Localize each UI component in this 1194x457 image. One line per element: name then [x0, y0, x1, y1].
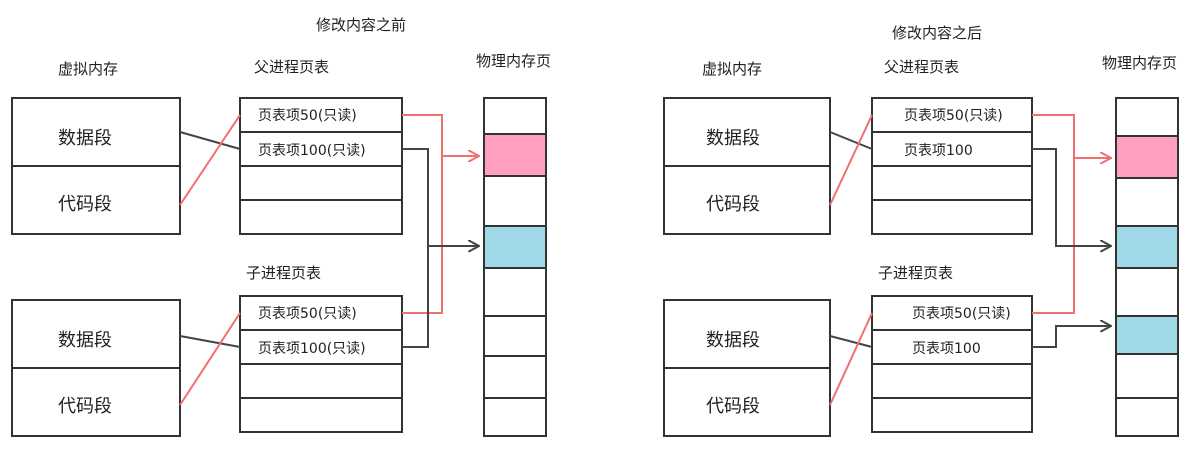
left-physical-memory-column — [483, 97, 547, 437]
right-parent-entry50-arrow — [1032, 114, 1110, 158]
right-physical-label: 物理内存页 — [1102, 54, 1178, 72]
left-child-code-connector — [179, 312, 241, 406]
right-physical-page-pink — [1117, 136, 1177, 178]
right-parent-code-connector — [829, 114, 873, 206]
left-child-entry-50: 页表项50(只读) — [258, 306, 357, 322]
left-child-entry-100: 页表项100(只读) — [258, 341, 366, 357]
right-child-data-connector — [829, 335, 873, 348]
right-child-code-connector — [829, 312, 873, 406]
left-parent-vm-box — [11, 97, 181, 235]
left-physical-page-blue — [485, 226, 545, 268]
left-child-vm-box — [11, 299, 181, 437]
left-parent-data-segment: 数据段 — [58, 128, 112, 149]
right-parent-page-table — [871, 97, 1033, 235]
right-child-entry50-line — [1032, 158, 1075, 314]
left-child-data-connector — [179, 335, 241, 348]
right-parent-vm-box — [663, 97, 831, 235]
left-parent-page-table — [239, 97, 403, 235]
right-parent-entry-50: 页表项50(只读) — [904, 108, 1003, 124]
left-child-page-table — [239, 295, 403, 433]
right-virtual-memory-label: 虚拟内存 — [702, 60, 763, 78]
right-child-vm-box — [663, 299, 831, 437]
left-parent-code-connector — [179, 114, 241, 206]
right-physical-page-blue-copy — [1117, 316, 1177, 354]
right-child-code-segment: 代码段 — [706, 396, 760, 417]
left-physical-page-pink — [485, 134, 545, 176]
right-physical-page-blue — [1117, 226, 1177, 268]
right-parent-data-connector — [829, 131, 873, 150]
right-parent-table-label: 父进程页表 — [884, 58, 960, 76]
right-child-data-segment: 数据段 — [706, 330, 760, 351]
right-child-entry-50: 页表项50(只读) — [912, 306, 1011, 322]
right-child-page-table — [871, 295, 1033, 433]
left-child-entry50-line — [402, 156, 443, 314]
left-physical-label: 物理内存页 — [476, 52, 552, 70]
left-parent-code-segment: 代码段 — [58, 194, 112, 215]
left-parent-data-connector — [179, 131, 241, 150]
right-child-entry100-arrow — [1032, 326, 1110, 348]
right-parent-entry100-arrow — [1032, 148, 1110, 246]
right-child-table-label: 子进程页表 — [878, 264, 954, 282]
right-title: 修改内容之后 — [892, 24, 983, 42]
right-parent-entry-100: 页表项100 — [904, 143, 973, 159]
left-child-data-segment: 数据段 — [58, 330, 112, 351]
left-child-table-label: 子进程页表 — [246, 264, 322, 282]
left-child-code-segment: 代码段 — [58, 396, 112, 417]
right-parent-data-segment: 数据段 — [706, 128, 760, 149]
left-title: 修改内容之前 — [316, 16, 407, 34]
right-child-entry-100: 页表项100 — [912, 341, 981, 357]
left-parent-entry-50: 页表项50(只读) — [258, 108, 357, 124]
right-parent-code-segment: 代码段 — [706, 194, 760, 215]
left-parent-entry50-arrow — [402, 114, 478, 156]
right-physical-memory-column — [1115, 97, 1179, 437]
left-virtual-memory-label: 虚拟内存 — [58, 60, 119, 78]
left-child-entry100-line — [402, 246, 429, 348]
left-parent-entry-100: 页表项100(只读) — [258, 143, 366, 159]
left-parent-table-label: 父进程页表 — [254, 58, 330, 76]
left-parent-entry100-arrow — [402, 148, 478, 246]
